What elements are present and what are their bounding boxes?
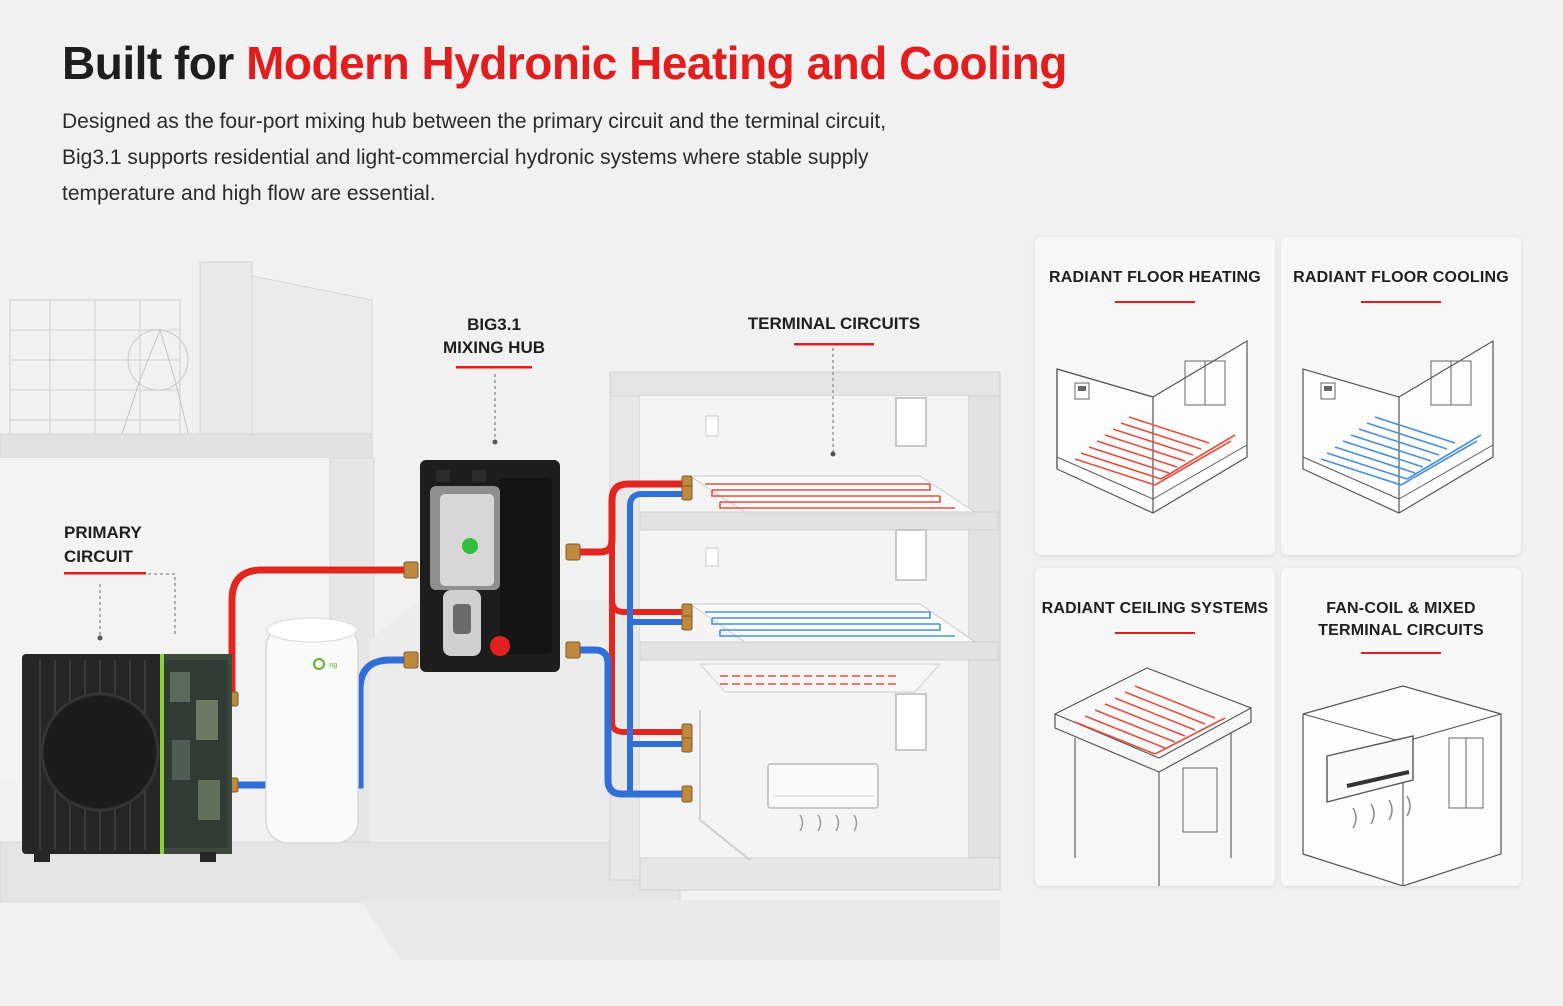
terminal-circuits-label: TERMINAL CIRCUITS <box>748 314 921 333</box>
card-title: RADIANT CEILING SYSTEMS <box>1041 600 1269 617</box>
thermostat-icon <box>1320 382 1336 400</box>
card-underline <box>1115 632 1195 634</box>
card-underline <box>1115 301 1195 303</box>
card-title: RADIANT FLOOR HEATING <box>1049 269 1261 286</box>
card-underline <box>1361 301 1441 303</box>
fan-coil-icon <box>1302 685 1502 886</box>
primary-return-pipe <box>232 656 412 789</box>
page-title: Built for Modern Hydronic Heating and Co… <box>62 36 1067 90</box>
card-title: FAN-COIL & MIXED TERMINAL CIRCUITS <box>1281 598 1521 642</box>
radiant-floor-icon <box>1056 339 1248 514</box>
radiant-ceiling-icon <box>1053 667 1253 886</box>
primary-circuit-callout: PRIMARY CIRCUIT <box>64 523 146 575</box>
title-lead: Built for <box>62 37 234 89</box>
callout-dots <box>97 439 836 641</box>
card-radiant-floor-heating: RADIANT FLOOR HEATING <box>1035 237 1275 555</box>
callout-leader-lines <box>99 348 834 636</box>
radiator-icon <box>767 763 879 832</box>
card-title-line1: FAN-COIL & MIXED <box>1326 600 1476 617</box>
primary-circuit-underline <box>64 572 146 575</box>
card-title-line2: TERMINAL CIRCUITS <box>1318 622 1484 639</box>
thermostat-icon <box>1074 382 1090 400</box>
radiant-floor-icon <box>1302 339 1494 514</box>
svg-text:·ng: ·ng <box>327 662 337 669</box>
intro-text: Designed as the four-port mixing hub bet… <box>62 110 887 205</box>
terminal-return-pipe <box>575 491 690 798</box>
mixing-hub-underline <box>456 366 532 369</box>
middle-floor-cooling-loop <box>688 603 977 643</box>
upper-floor-heating-loop <box>688 475 977 513</box>
primary-circuit-label-line1: PRIMARY <box>64 523 142 542</box>
card-radiant-ceiling-systems: RADIANT CEILING SYSTEMS <box>1035 568 1275 886</box>
mixing-hub-label-line1: BIG3.1 <box>467 315 521 334</box>
card-underline <box>1361 652 1441 654</box>
terminal-supply-pipe <box>575 480 690 735</box>
title-accent: Modern Hydronic Heating and Cooling <box>246 37 1067 89</box>
mixing-hub-callout: BIG3.1 MIXING HUB <box>443 315 545 369</box>
card-radiant-floor-cooling: RADIANT FLOOR COOLING <box>1281 237 1521 555</box>
terminal-circuits-callout: TERMINAL CIRCUITS <box>748 314 921 346</box>
card-title: RADIANT FLOOR COOLING <box>1293 269 1509 286</box>
heat-pump-icon <box>22 654 232 862</box>
primary-supply-pipe <box>228 566 412 700</box>
buffer-tank-icon: ·ng <box>265 617 359 844</box>
primary-circuit-label-line2: CIRCUIT <box>64 547 134 566</box>
ceiling-radiant-panel <box>698 663 942 693</box>
background-building-sketch <box>9 299 191 441</box>
mixing-hub-icon <box>420 460 560 672</box>
mixing-hub-label-line2: MIXING HUB <box>443 338 545 357</box>
card-fan-coil-mixed-terminal-circuits: FAN-COIL & MIXED TERMINAL CIRCUITS <box>1281 568 1521 886</box>
terminal-circuits-underline <box>794 343 874 346</box>
